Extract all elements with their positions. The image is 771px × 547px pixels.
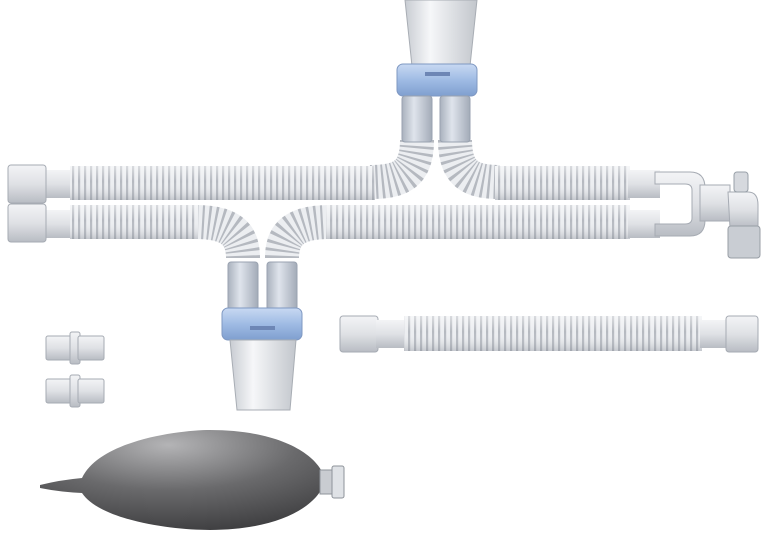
lower-hose bbox=[7, 203, 660, 243]
adapter-1 bbox=[45, 331, 105, 365]
adapter-2 bbox=[45, 374, 105, 408]
upper-hose bbox=[7, 164, 660, 204]
reservoir-bag bbox=[40, 430, 345, 530]
bottom-y-curved-hoses bbox=[194, 205, 331, 260]
top-y-curved-hoses bbox=[369, 139, 501, 199]
top-y-piece bbox=[396, 0, 478, 143]
elbow-connector bbox=[654, 171, 761, 259]
bottom-y-piece bbox=[221, 261, 303, 411]
separate-hose bbox=[339, 315, 759, 353]
